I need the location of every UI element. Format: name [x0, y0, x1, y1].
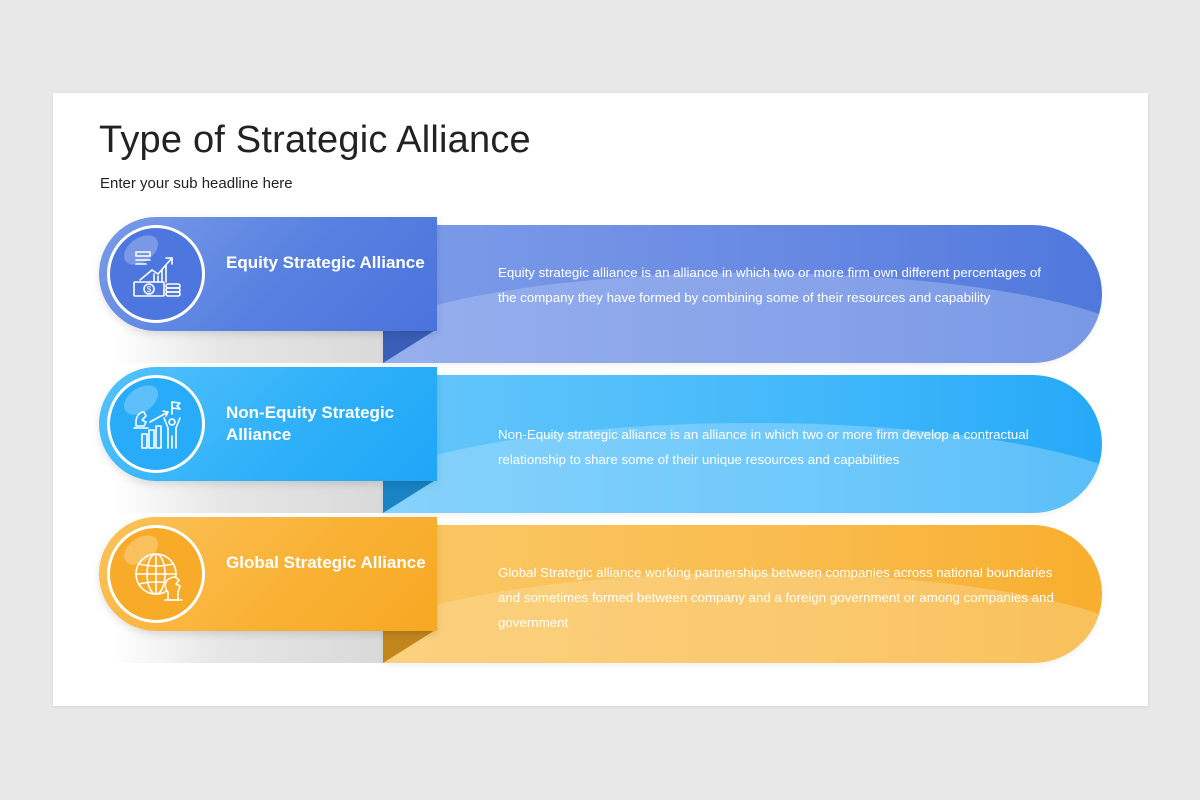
slide-title: Type of Strategic Alliance: [99, 119, 531, 161]
growth-chart-money-icon: $: [133, 251, 181, 297]
alliance-item-non-equity: Non-Equity strategic alliance is an alli…: [53, 367, 1148, 517]
alliance-tab: Non-Equity Strategic Alliance: [99, 367, 437, 481]
alliance-title: Global Strategic Alliance: [226, 553, 426, 572]
tab-shadow: [113, 629, 385, 663]
alliance-title: Non-Equity Strategic Alliance: [226, 403, 395, 444]
alliance-item-global: Global Strategic alliance working partne…: [53, 517, 1148, 667]
description-panel: Equity strategic alliance is an alliance…: [383, 225, 1102, 363]
slide: Type of Strategic Alliance Enter your su…: [53, 93, 1148, 706]
icon-badge: [107, 525, 205, 623]
svg-text:$: $: [147, 285, 152, 294]
globe-chess-knight-icon: [135, 553, 183, 601]
slide-subtitle: Enter your sub headline here: [100, 175, 293, 192]
strategy-success-icon: [133, 401, 181, 449]
description-text: Global Strategic alliance working partne…: [498, 565, 1054, 630]
icon-badge: [107, 375, 205, 473]
description-panel: Non-Equity strategic alliance is an alli…: [383, 375, 1102, 513]
tab-shadow: [113, 479, 385, 513]
icon-badge: $: [107, 225, 205, 323]
alliance-tab: $ Equity Strategic Alliance: [99, 217, 437, 331]
alliance-title: Equity Strategic Alliance: [226, 253, 425, 272]
alliance-tab: Global Strategic Alliance: [99, 517, 437, 631]
description-text: Non-Equity strategic alliance is an alli…: [498, 427, 1029, 467]
description-panel: Global Strategic alliance working partne…: [383, 525, 1102, 663]
description-text: Equity strategic alliance is an alliance…: [498, 265, 1041, 305]
alliance-item-equity: Equity strategic alliance is an alliance…: [53, 217, 1148, 367]
tab-shadow: [113, 329, 385, 363]
